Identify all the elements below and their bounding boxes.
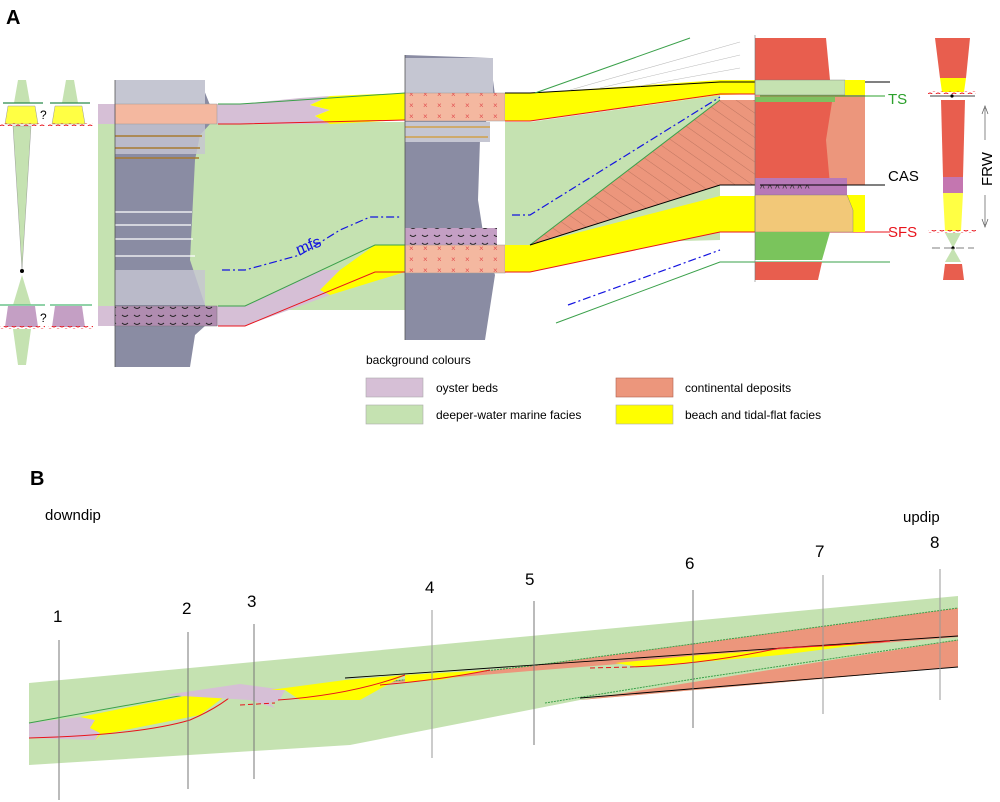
well-label-5: 5 <box>525 570 534 589</box>
well-label-4: 4 <box>425 578 434 597</box>
legend-label-beach: beach and tidal-flat facies <box>685 408 821 422</box>
ripple-marks: ^ ^ ^ ^ ^ ^ ^ <box>760 184 810 195</box>
legend-swatch-continental <box>615 377 674 398</box>
log-column-2 <box>404 55 506 340</box>
question-mark-upper: ? <box>40 108 47 122</box>
panel-b-label: B <box>30 468 44 490</box>
legend-label-continental: continental deposits <box>685 381 791 395</box>
legend: background colours oyster beds continent… <box>365 353 821 425</box>
cross-section-b <box>28 596 959 765</box>
legend-label-marine: deeper-water marine facies <box>436 408 581 422</box>
legend-swatch-marine <box>365 404 424 425</box>
updip-label: updip <box>903 509 940 526</box>
downdip-label: downdip <box>45 507 101 524</box>
well-label-2: 2 <box>182 599 191 618</box>
well-label-8: 8 <box>930 533 939 552</box>
well-label-6: 6 <box>685 554 694 573</box>
legend-swatch-beach <box>615 404 674 425</box>
sfs-label: SFS <box>888 224 917 241</box>
log-column-4 <box>928 38 976 280</box>
ts-label: TS <box>888 91 907 108</box>
question-mark-lower: ? <box>40 311 47 325</box>
legend-label-oyster: oyster beds <box>436 381 498 395</box>
well-label-1: 1 <box>53 607 62 626</box>
wells <box>58 569 941 800</box>
frw-label: FRW <box>979 151 996 186</box>
beach-wedge-lower-a <box>218 244 405 327</box>
well-label-3: 3 <box>247 592 256 611</box>
legend-swatch-oyster <box>365 377 424 398</box>
legend-title: background colours <box>366 353 471 367</box>
log-column-1 <box>98 80 218 367</box>
left-wedge-logs <box>0 80 93 365</box>
cas-label: CAS <box>888 168 919 185</box>
panel-a-label: A <box>6 7 20 29</box>
mfs-line <box>222 216 400 271</box>
frw-arrow <box>981 105 989 228</box>
well-label-7: 7 <box>815 542 824 561</box>
beach-wedge-upper-a <box>218 92 406 125</box>
log-column-3: ^ ^ ^ ^ ^ ^ ^ <box>754 35 865 282</box>
